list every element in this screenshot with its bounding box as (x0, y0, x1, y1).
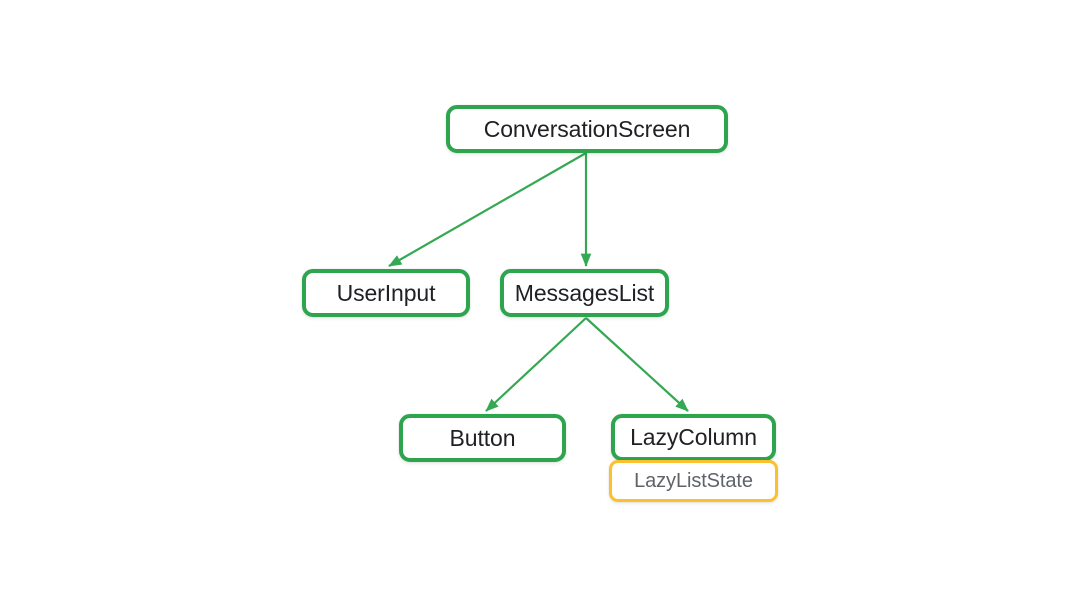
node-button[interactable]: Button (399, 414, 566, 462)
edge-messageslist-lazycolumn (585, 317, 689, 412)
node-label: LazyColumn (630, 424, 757, 450)
node-label: UserInput (336, 279, 436, 306)
node-userinput[interactable]: UserInput (302, 269, 470, 317)
edge-messageslist-button (485, 317, 587, 412)
node-lazyliststate[interactable]: LazyListState (609, 460, 778, 502)
node-label: Button (449, 424, 516, 451)
edge-conversationscreen-userinput (388, 152, 587, 267)
node-label: LazyListState (634, 470, 753, 492)
node-label: ConversationScreen (483, 115, 691, 142)
node-conversationscreen[interactable]: ConversationScreen (446, 105, 728, 153)
node-label: MessagesList (514, 279, 655, 306)
node-messageslist[interactable]: MessagesList (500, 269, 669, 317)
node-lazycolumn[interactable]: LazyColumn (611, 414, 776, 461)
